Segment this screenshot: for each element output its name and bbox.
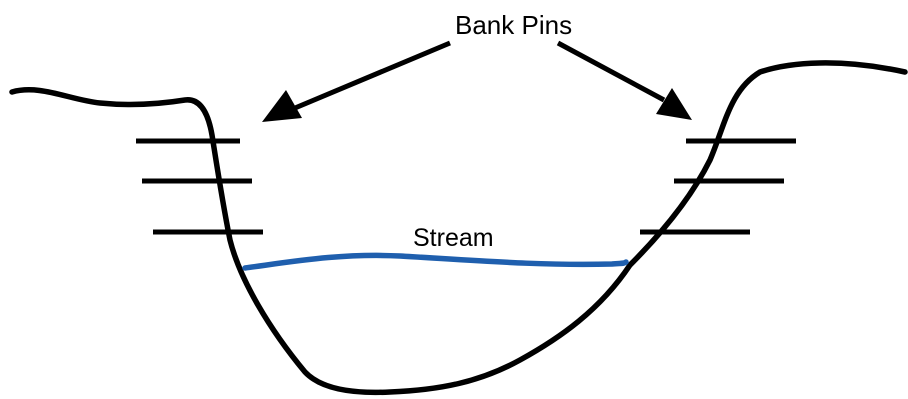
left-bank-pins [136, 138, 263, 235]
left-arrow [262, 40, 451, 122]
right-arrow-shaft [556, 40, 666, 103]
stream-label: Stream [413, 224, 494, 252]
stream-surface-line [242, 252, 629, 271]
left-arrow-shaft [294, 40, 451, 111]
bank-pins-label: Bank Pins [455, 10, 572, 40]
channel-outline [9, 60, 908, 396]
right-bank-pins [640, 138, 796, 235]
right-arrow-head [656, 88, 692, 120]
right-arrow [556, 40, 692, 120]
left-arrow-head [262, 90, 302, 122]
